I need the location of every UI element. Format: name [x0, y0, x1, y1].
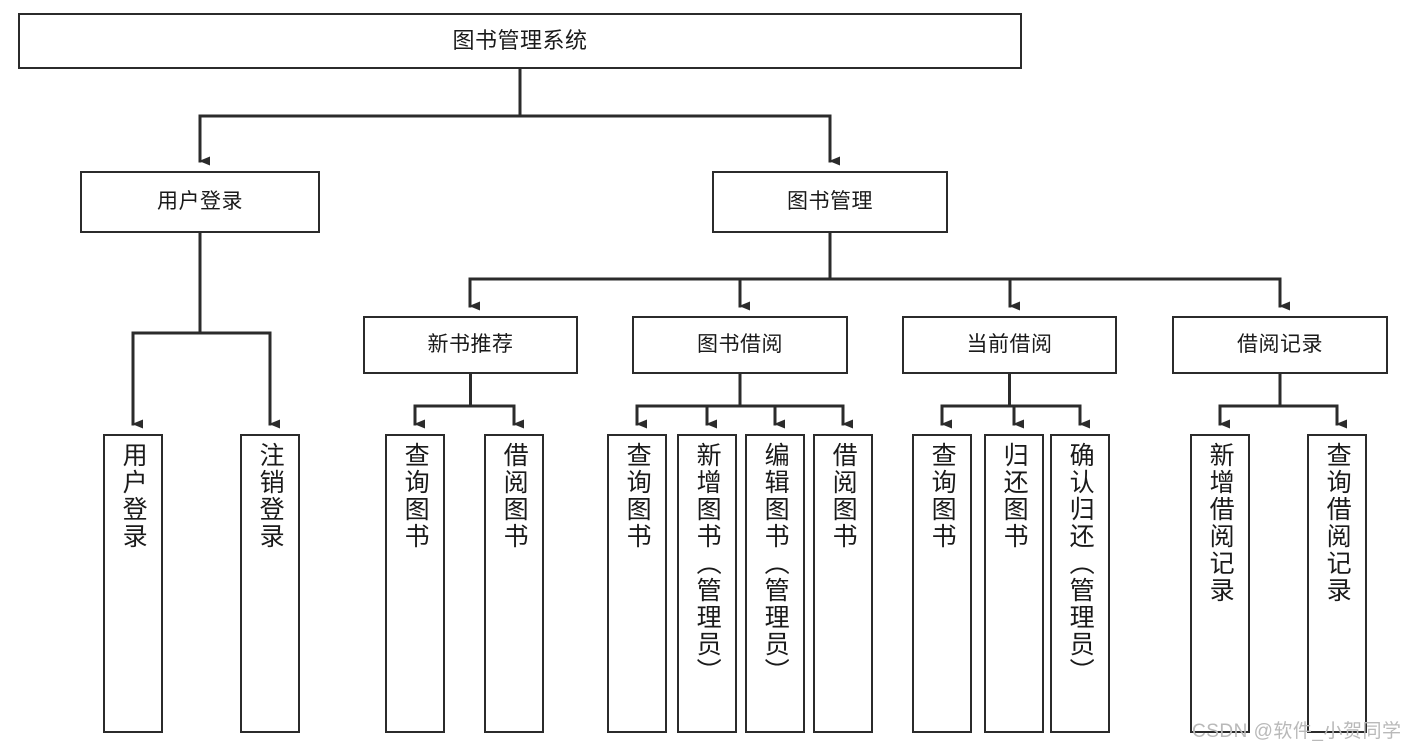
- node-leaf-1[interactable]: 注销登录: [240, 434, 300, 733]
- node-label: 确认归还（管理员）: [1066, 442, 1095, 685]
- node-level3-0[interactable]: 新书推荐: [363, 316, 578, 374]
- node-label: 查询图书: [401, 442, 430, 550]
- node-label: 查询图书: [928, 442, 957, 550]
- node-root-system[interactable]: 图书管理系统: [18, 13, 1022, 69]
- node-leaf-10[interactable]: 确认归还（管理员）: [1050, 434, 1110, 733]
- node-label: 借阅图书: [500, 442, 529, 550]
- node-label: 借阅记录: [1237, 332, 1323, 356]
- node-leaf-3[interactable]: 借阅图书: [484, 434, 544, 733]
- node-label: 归还图书: [1000, 442, 1029, 550]
- node-leaf-6[interactable]: 编辑图书（管理员）: [745, 434, 805, 733]
- node-label: 编辑图书（管理员）: [761, 442, 790, 685]
- node-label: 图书管理系统: [452, 27, 588, 53]
- node-label: 图书借阅: [697, 332, 783, 356]
- node-leaf-2[interactable]: 查询图书: [385, 434, 445, 733]
- node-leaf-4[interactable]: 查询图书: [607, 434, 667, 733]
- node-label: 查询图书: [623, 442, 652, 550]
- node-label: 新增借阅记录: [1206, 442, 1235, 604]
- node-level2-1[interactable]: 图书管理: [712, 171, 948, 233]
- node-label: 新增图书（管理员）: [693, 442, 722, 685]
- node-label: 借阅图书: [829, 442, 858, 550]
- node-leaf-11[interactable]: 新增借阅记录: [1190, 434, 1250, 733]
- node-leaf-9[interactable]: 归还图书: [984, 434, 1044, 733]
- node-label: 查询借阅记录: [1323, 442, 1352, 604]
- node-label: 用户登录: [157, 189, 243, 213]
- node-level3-1[interactable]: 图书借阅: [632, 316, 848, 374]
- node-level2-0[interactable]: 用户登录: [80, 171, 320, 233]
- node-label: 注销登录: [256, 442, 285, 550]
- node-leaf-8[interactable]: 查询图书: [912, 434, 972, 733]
- node-leaf-7[interactable]: 借阅图书: [813, 434, 873, 733]
- node-level3-3[interactable]: 借阅记录: [1172, 316, 1388, 374]
- csdn-watermark: CSDN @软件_小贺同学: [1192, 721, 1402, 742]
- node-label: 新书推荐: [427, 332, 514, 356]
- node-label: 用户登录: [119, 442, 148, 550]
- node-leaf-12[interactable]: 查询借阅记录: [1307, 434, 1367, 733]
- node-level3-2[interactable]: 当前借阅: [902, 316, 1117, 374]
- node-label: 当前借阅: [966, 332, 1053, 356]
- node-label: 图书管理: [787, 189, 873, 213]
- node-leaf-0[interactable]: 用户登录: [103, 434, 163, 733]
- node-leaf-5[interactable]: 新增图书（管理员）: [677, 434, 737, 733]
